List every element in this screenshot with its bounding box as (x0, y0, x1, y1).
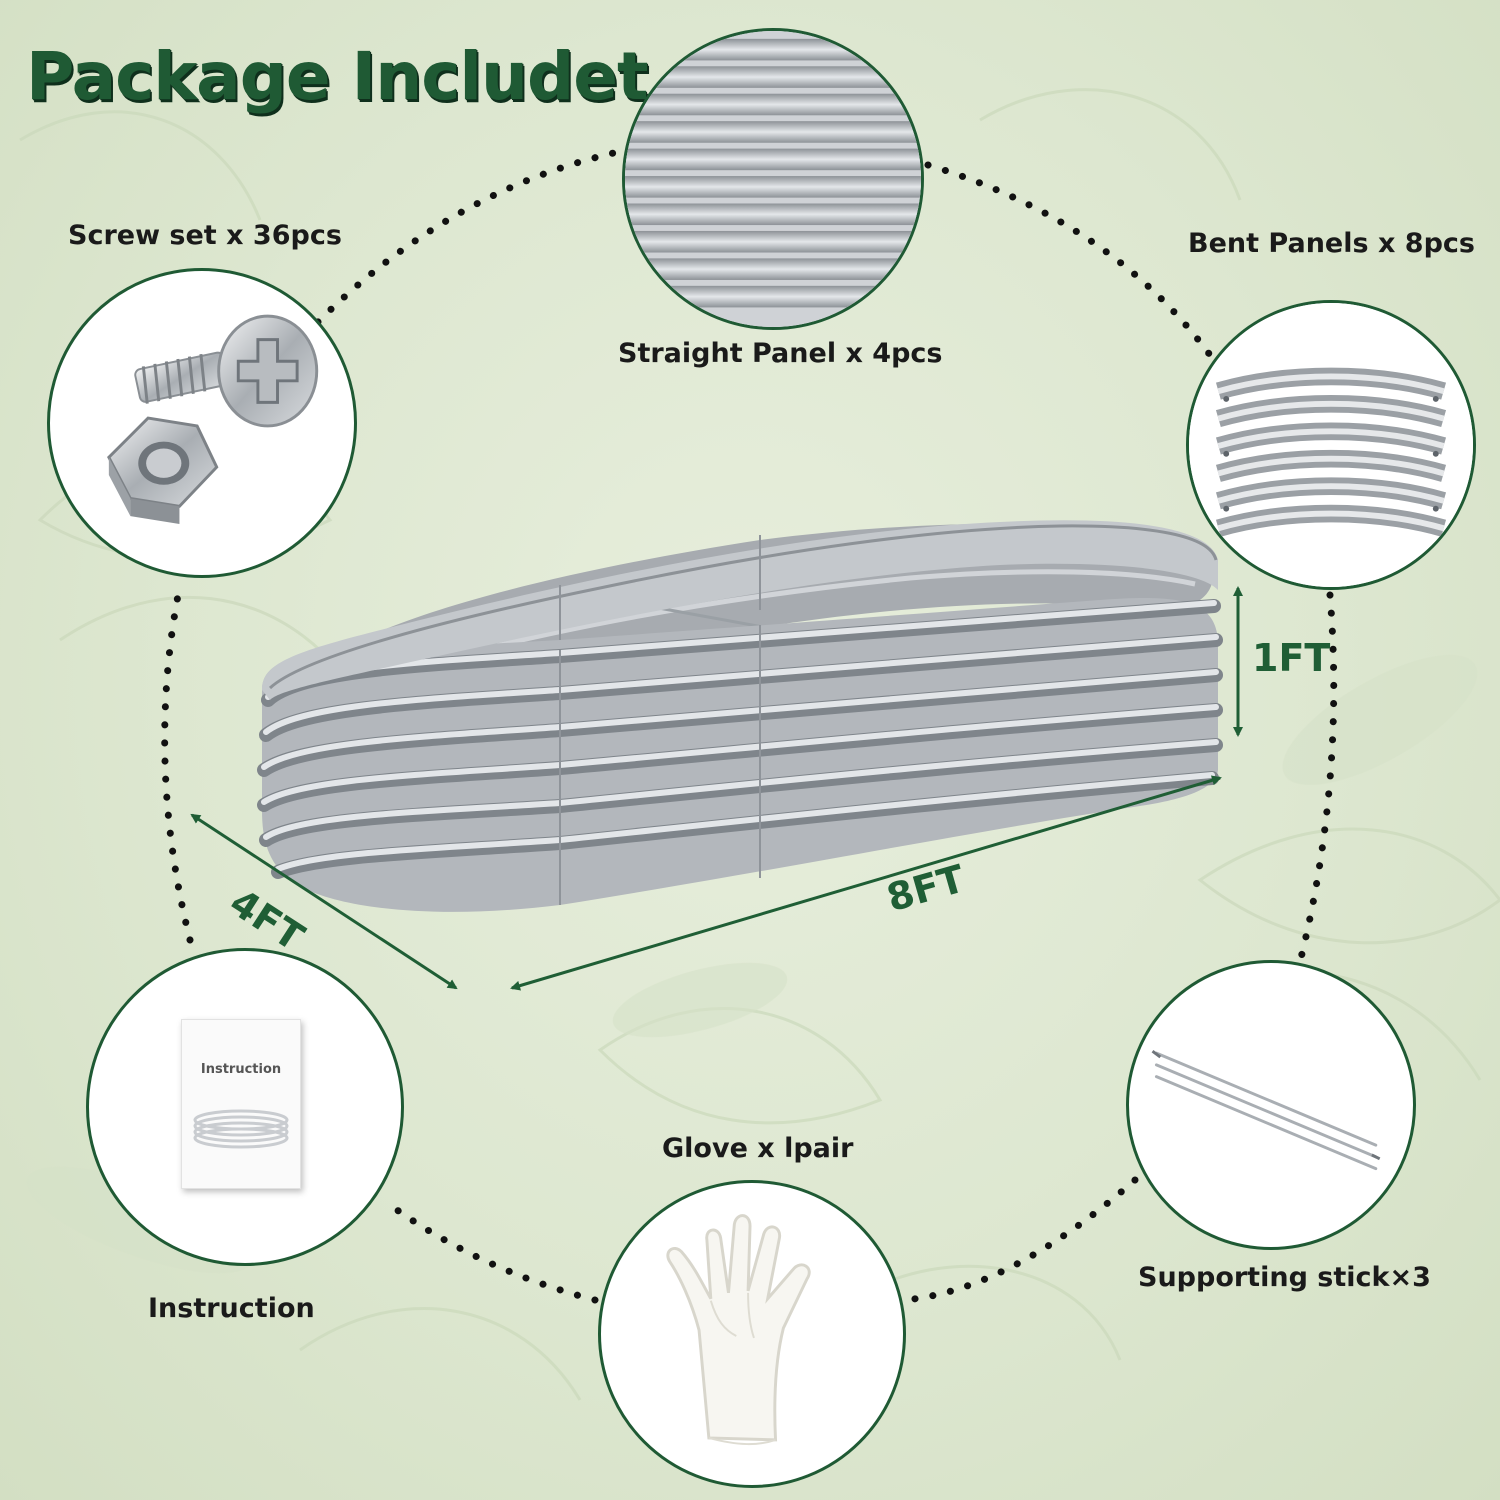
glove-icon (666, 1214, 811, 1446)
bent-panels-label: Bent Panels x 8pcs (1188, 228, 1475, 259)
straight-panel-circle (622, 28, 924, 330)
booklet-title: Instruction (200, 1062, 282, 1077)
glove-circle (598, 1180, 906, 1488)
supporting-stick-circle (1126, 960, 1416, 1250)
dimension-arrows (190, 586, 1243, 991)
screw-set-circle (47, 268, 357, 578)
length-arrow (510, 775, 1222, 991)
support-stick-icon (1151, 1049, 1381, 1171)
dotted-ring (161, 148, 1338, 1304)
straight-panel-icon (625, 31, 921, 327)
page-title: Package Includet (26, 38, 649, 115)
supporting-stick-label: Supporting stick×3 (1138, 1262, 1431, 1293)
bent-panel-icon (1189, 303, 1473, 587)
width-arrow (190, 813, 458, 990)
glove-label: Glove x lpair (662, 1133, 854, 1164)
bent-panels-circle (1186, 300, 1476, 590)
instruction-circle: Instruction (86, 948, 404, 1266)
hex-nut-icon (107, 416, 219, 525)
screw-set-label: Screw set x 36pcs (68, 220, 342, 251)
booklet-icon: Instruction (181, 1019, 301, 1189)
screw-icon (107, 314, 319, 525)
raised-bed-illustration (257, 520, 1223, 912)
height-dimension-label: 1FT (1252, 636, 1331, 680)
instruction-label: Instruction (148, 1293, 315, 1324)
straight-panel-label: Straight Panel x 4pcs (618, 338, 943, 369)
